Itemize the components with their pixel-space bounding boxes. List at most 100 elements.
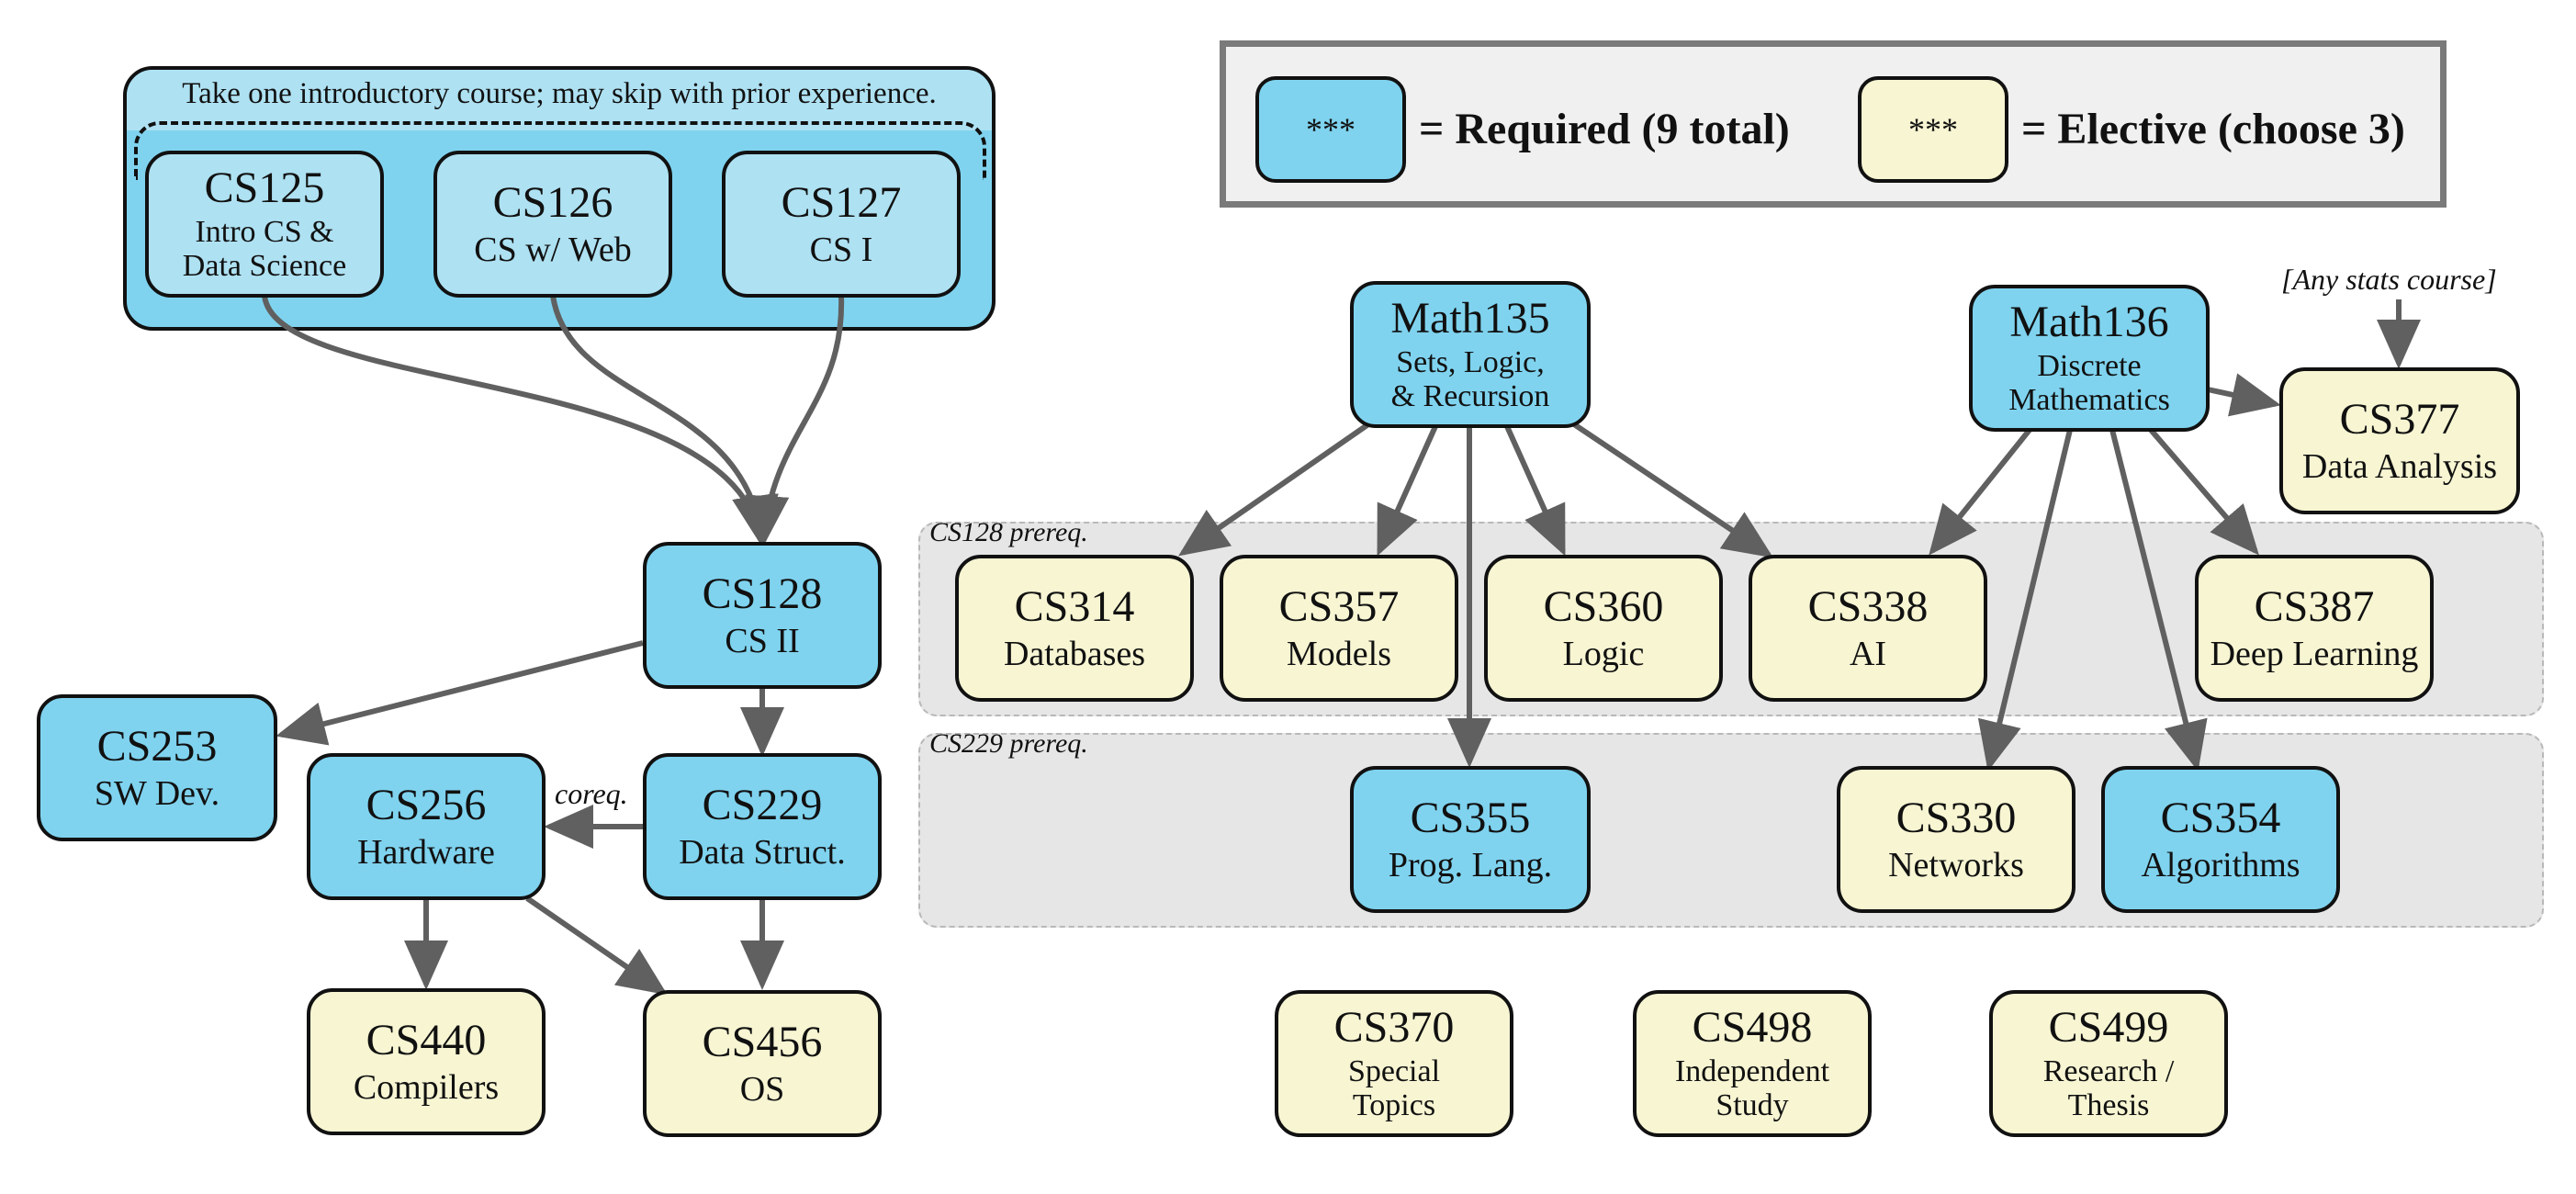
legend: *** = Required (9 total) *** = Elective … [1220,40,2447,208]
course-cs360[interactable]: CS360 Logic [1484,555,1723,702]
legend-elective-swatch: *** [1858,76,2008,183]
edge-cs256-cs456 [525,896,668,996]
edge-cs128-cs253 [276,640,644,746]
course-code: CS330 [1895,793,2017,842]
course-cs314[interactable]: CS314 Databases [955,555,1194,702]
course-code: CS314 [1014,581,1135,631]
course-title: OS [739,1069,785,1109]
course-cs338[interactable]: CS338 AI [1749,555,1987,702]
course-cs499[interactable]: CS499 Research / Thesis [1989,990,2228,1137]
course-code: Math135 [1390,294,1550,344]
course-cs256[interactable]: CS256 Hardware [307,753,546,900]
course-cs127[interactable]: CS127 CS I [722,151,961,298]
legend-elective-label: = Elective (choose 3) [2021,105,2405,153]
edge-cs126-cs128 [550,295,779,546]
course-title: Intro CS & [195,215,334,249]
course-code: CS256 [366,780,487,829]
course-code: CS354 [2160,793,2281,842]
course-code: CS338 [1807,581,1929,631]
course-title: AI [1849,634,1887,673]
course-cs354[interactable]: CS354 Algorithms [2101,766,2340,913]
course-cs377[interactable]: CS377 Data Analysis [2279,367,2520,514]
course-title: CS I [809,230,873,269]
course-title: Thesis [2067,1088,2150,1123]
course-math136[interactable]: Math136 Discrete Mathematics [1969,285,2210,432]
course-code: CS253 [96,721,218,771]
course-code: CS126 [492,177,613,227]
course-title: Independent [1674,1054,1830,1088]
course-title: Databases [1003,634,1146,673]
course-title: Mathematics [2008,383,2170,418]
course-code: Math136 [2009,298,2169,347]
course-title: & Recursion [1390,379,1550,414]
course-code: CS229 [702,780,823,829]
course-code: CS498 [1692,1003,1813,1053]
edge-math135-cs314 [1178,422,1370,557]
course-title: Networks [1888,845,2024,884]
course-code: CS360 [1543,581,1664,631]
course-code: CS499 [2048,1003,2169,1053]
edge-math136-cs354 [2109,429,2208,772]
course-title: Data Struct. [679,832,846,872]
course-cs498[interactable]: CS498 Independent Study [1633,990,1872,1137]
edge-cs127-cs128 [745,295,845,546]
course-title: Compilers [353,1067,500,1107]
course-title: Topics [1352,1088,1436,1123]
legend-required-label: = Required (9 total) [1419,105,1790,153]
edge-math135-cs360 [1503,422,1566,557]
course-title: Models [1287,634,1391,673]
course-title: Discrete [2037,349,2142,383]
course-title: CS w/ Web [474,230,632,269]
edge-math136-cs387 [2148,428,2259,556]
course-code: CS127 [781,177,902,227]
course-title: Research / [2042,1054,2175,1088]
edge-math136-cs377 [2207,373,2281,417]
course-cs355[interactable]: CS355 Prog. Lang. [1350,766,1591,913]
course-title: Data Analysis [2301,446,2498,486]
course-cs330[interactable]: CS330 Networks [1837,766,2075,913]
course-math135[interactable]: Math135 Sets, Logic, & Recursion [1350,281,1591,428]
course-code: CS357 [1278,581,1400,631]
course-cs126[interactable]: CS126 CS w/ Web [433,151,672,298]
edge-cs125-cs128 [262,295,776,546]
course-title: Sets, Logic, [1396,345,1545,379]
course-title: SW Dev. [94,773,220,813]
legend-required-swatch: *** [1255,76,1406,183]
course-title: Study [1715,1088,1789,1123]
edge-math135-cs357 [1377,422,1439,557]
cs128-prereq-label: CS128 prereq. [929,517,1088,547]
course-cs229[interactable]: CS229 Data Struct. [643,753,882,900]
intro-group-note: Take one introductory course; may skip w… [182,77,937,110]
edge-math136-cs330 [1977,429,2073,772]
course-cs440[interactable]: CS440 Compilers [307,988,546,1135]
edge-math136-cs338 [1929,428,2032,556]
course-cs370[interactable]: CS370 Special Topics [1275,990,1513,1137]
edge-math135-cs338 [1572,422,1773,558]
course-cs357[interactable]: CS357 Models [1220,555,1458,702]
coreq-annotation: coreq. [555,777,628,810]
course-code: CS125 [204,163,325,213]
course-cs456[interactable]: CS456 OS [643,990,882,1137]
course-cs125[interactable]: CS125 Intro CS & Data Science [145,151,384,298]
cs229-prereq-label: CS229 prereq. [929,728,1088,759]
course-title: Hardware [357,832,495,872]
course-title: Deep Learning [2210,634,2419,673]
course-title: Special [1347,1054,1441,1088]
course-title: Algorithms [2141,845,2300,884]
course-cs387[interactable]: CS387 Deep Learning [2195,555,2434,702]
course-title: Data Science [182,249,347,284]
course-code: CS440 [366,1015,487,1064]
course-code: CS128 [702,569,823,618]
course-title: Prog. Lang. [1388,845,1553,884]
course-cs253[interactable]: CS253 SW Dev. [37,694,277,841]
course-code: CS355 [1410,793,1531,842]
course-cs128[interactable]: CS128 CS II [643,542,882,689]
course-code: CS456 [702,1017,823,1066]
course-code: CS387 [2254,581,2375,631]
course-code: CS370 [1333,1003,1455,1053]
course-title: Logic [1562,634,1645,673]
course-title: CS II [725,621,800,660]
course-code: CS377 [2339,394,2460,444]
